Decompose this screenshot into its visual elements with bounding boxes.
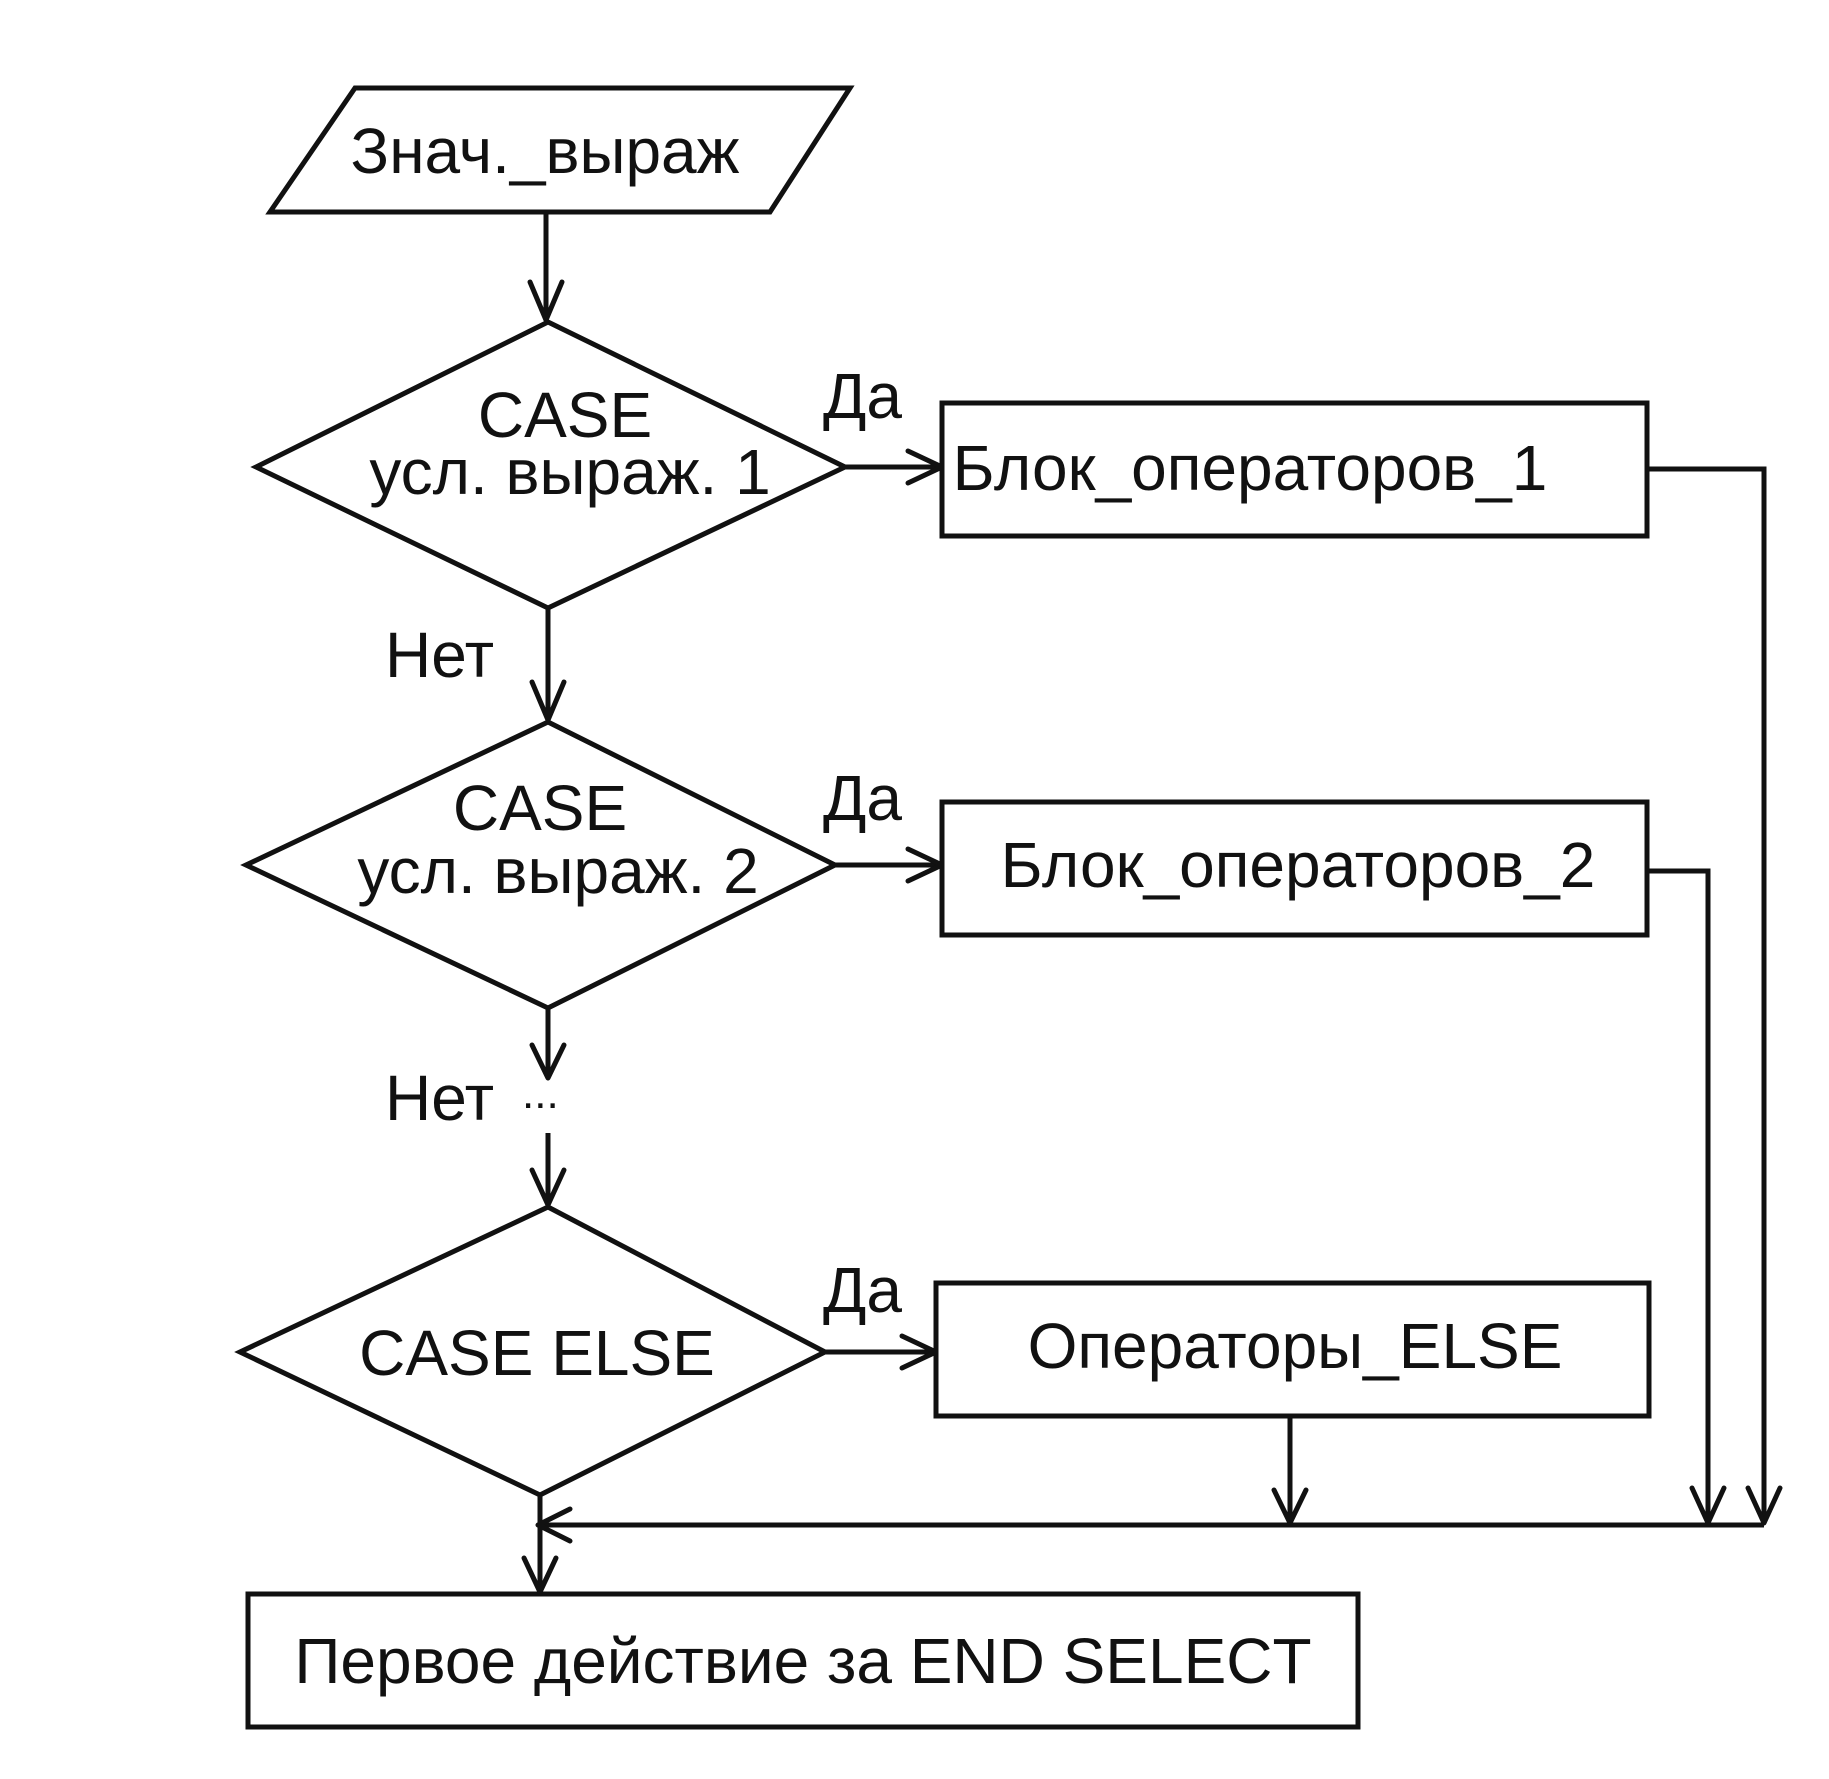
ellipsis-more-cases: ...	[522, 1069, 559, 1118]
block-operators-2-label: Блок_операторов_2	[1001, 829, 1596, 901]
decision-case-1-yes-label: Да	[823, 360, 902, 432]
arrowhead-down-icon	[529, 1042, 567, 1081]
block-operators-1	[939, 400, 1650, 539]
decision-case-else-yes-label: Да	[823, 1254, 902, 1326]
block-operators-1-label: Блок_операторов_1	[953, 432, 1548, 504]
decision-case-1-line2: усл. выраж. 1	[369, 436, 770, 508]
input-parallelogram	[265, 85, 855, 215]
connector-block1-to-exit	[1647, 466, 1767, 1523]
block-operators-2	[939, 799, 1650, 938]
block-operators-else	[933, 1280, 1652, 1419]
end-block-label: Первое действие за END SELECT	[294, 1625, 1311, 1697]
decision-case-1-no-label: Нет	[385, 619, 494, 691]
decision-case-2-line1: CASE	[453, 772, 627, 844]
decision-case-1-line1: CASE	[478, 379, 652, 451]
block-operators-else-label: Операторы_ELSE	[1028, 1310, 1563, 1382]
decision-case-2-line2: усл. выраж. 2	[357, 835, 758, 907]
arrowhead-down-icon	[527, 279, 565, 323]
decision-case-2-no-label: Нет	[385, 1062, 494, 1134]
decision-case-else-label: CASE ELSE	[359, 1317, 715, 1389]
input-label: Знач._выраж	[351, 115, 740, 187]
connector-block2-to-exit	[1647, 868, 1711, 1523]
end-block	[245, 1591, 1361, 1730]
decision-case-2-yes-label: Да	[823, 762, 902, 834]
